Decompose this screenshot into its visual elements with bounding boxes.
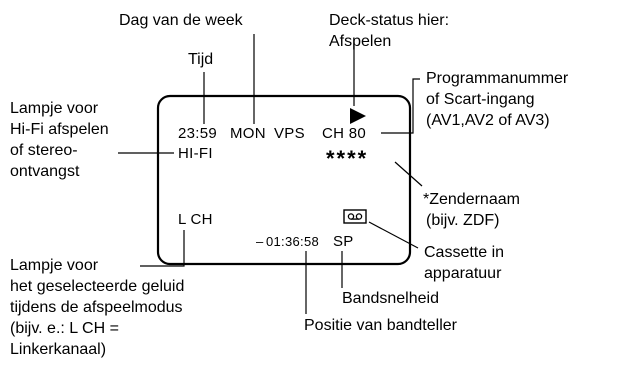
label-sound-2: het geselecteerde geluid: [10, 278, 184, 295]
label-program-2: of Scart-ingang: [426, 91, 535, 108]
osd-time: 23:59: [178, 125, 217, 142]
label-counter-position: Positie van bandteller: [304, 317, 458, 334]
label-deck-status-2: Afspelen: [329, 33, 391, 50]
leader-station: [394, 161, 423, 187]
osd-sound-channel: L CH: [178, 211, 213, 228]
label-hifi-2: Hi-Fi afspelen: [10, 121, 109, 138]
label-sound-1: Lampje voor: [10, 257, 99, 274]
leader-program: [381, 78, 420, 134]
osd-hifi: HI-FI: [178, 145, 213, 162]
label-cassette-1: Cassette in: [424, 244, 504, 261]
osd-tape-counter: 01:36:58: [266, 234, 319, 249]
osd-vps: VPS: [274, 125, 305, 142]
cassette-icon: [343, 209, 367, 224]
label-tape-speed: Bandsnelheid: [342, 290, 439, 307]
label-sound-4: (bijv. e.: L CH =: [10, 320, 119, 337]
label-hifi-1: Lampje voor: [10, 100, 99, 117]
label-cassette-2: apparatuur: [424, 265, 502, 282]
label-deck-status-1: Deck-status hier:: [329, 12, 449, 29]
label-sound-3: tijdens de afspeelmodus: [10, 299, 183, 316]
label-program-3: (AV1,AV2 of AV3): [426, 112, 550, 129]
osd-day: MON: [230, 125, 266, 142]
label-day-of-week: Dag van de week: [119, 12, 244, 29]
label-program-1: Programmanummer: [426, 70, 569, 87]
osd-station-name: ****: [326, 146, 368, 171]
osd-tape-speed: SP: [333, 233, 354, 250]
label-station-2: (bijv. ZDF): [426, 212, 499, 229]
label-sound-5: Linkerkanaal): [10, 341, 106, 358]
leader-cassette: [368, 221, 419, 249]
label-hifi-3: of stereo-: [10, 142, 78, 159]
osd-channel: CH 80: [322, 125, 366, 142]
osd-counter-minus: ‒: [256, 234, 264, 249]
label-hifi-4: ontvangst: [10, 163, 80, 180]
leader-sound: [140, 230, 185, 267]
label-station-1: *Zendernaam: [423, 191, 520, 208]
screen-frame: [156, 94, 412, 266]
play-triangle-icon: [350, 108, 366, 124]
label-time: Tijd: [188, 51, 213, 68]
